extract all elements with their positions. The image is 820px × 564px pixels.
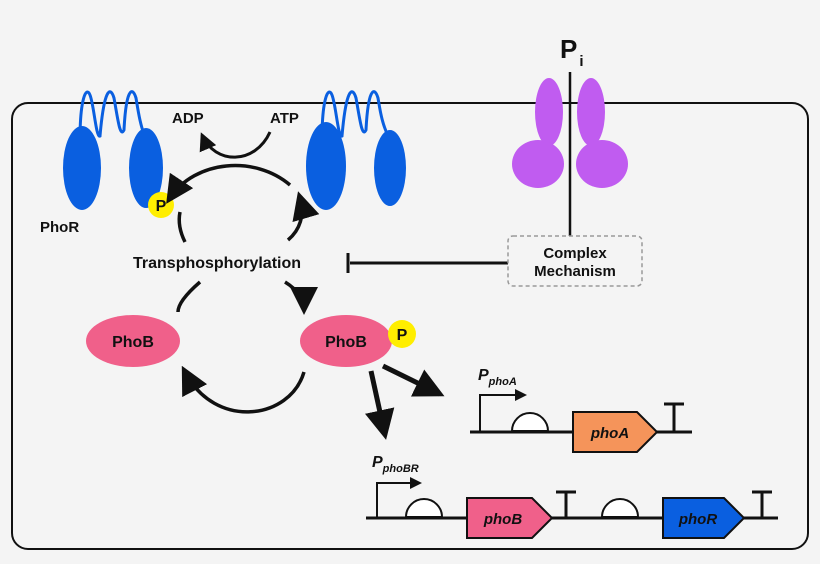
gene-phoa-label: phoA	[590, 425, 629, 442]
phob-to-phobr-arrow	[365, 370, 395, 440]
gene-phob-label: phoB	[483, 511, 522, 528]
phosphate-label-phor: P	[156, 198, 167, 215]
arc-right-up-arrow	[286, 191, 320, 242]
gene-phob-arrow	[466, 497, 554, 539]
phosphate-marker-phob	[388, 320, 416, 348]
complex-mechanism-box	[507, 235, 643, 287]
arc-down-to-phob-p-arrow	[284, 280, 318, 315]
adp-label: ADP	[172, 110, 204, 127]
phor-right-transmembrane-helices	[320, 90, 392, 141]
promoter-phobr-label: PphoBR	[372, 454, 419, 475]
phob-left-label: PhoB	[112, 334, 154, 351]
phoa-operon: PphoA phoA	[470, 367, 692, 453]
phor-label: PhoR	[40, 219, 79, 236]
transporter-left-lower	[512, 140, 564, 188]
phor-left-domain-1	[63, 126, 101, 210]
phob-unphosphorylated	[86, 315, 180, 367]
atp-to-adp-arrow	[199, 131, 272, 159]
transporter-right-lower	[576, 140, 628, 188]
complex-mechanism-line1: Complex	[543, 245, 607, 262]
phor-dimer-right	[306, 90, 406, 210]
phob-to-phoa-arrow	[381, 363, 445, 397]
gene-phor-label: phoR	[678, 511, 717, 528]
phor-left-transmembrane-helices	[78, 90, 148, 141]
phobr-operon: PphoBR phoB phoR	[366, 454, 778, 539]
phosphate-label-phob: P	[397, 327, 408, 344]
phor-left-domain-2	[129, 128, 163, 208]
terminator-phob	[556, 490, 576, 518]
phob-phosphorylated	[300, 315, 392, 367]
transphosphorylation-label: Transphosphorylation	[133, 255, 301, 272]
complex-mechanism-line2: Mechanism	[534, 263, 616, 280]
phor-dimer-left	[63, 90, 163, 210]
phob-right-label: PhoB	[325, 334, 367, 351]
promoter-phoa-arrow	[479, 389, 527, 432]
pi-transporter	[512, 78, 628, 188]
phor-right-domain-1	[306, 122, 346, 210]
gene-phor-arrow	[662, 497, 746, 539]
arc-bottom-return-arrow	[181, 365, 306, 414]
terminator-phoa	[664, 402, 684, 432]
atp-label: ATP	[270, 110, 299, 127]
promoter-phobr-arrow	[376, 477, 422, 518]
arc-left-upper	[177, 211, 187, 243]
arc-left-lower	[176, 280, 202, 313]
rbs-phob	[404, 498, 444, 518]
arc-upper-left-arrow	[166, 163, 292, 204]
rbs-phoa	[510, 412, 550, 432]
promoter-phoa-label: PphoA	[478, 367, 517, 388]
terminator-phor	[752, 490, 772, 518]
gene-phoa-arrow	[572, 411, 659, 453]
phor-right-domain-2	[374, 130, 406, 206]
transporter-right-upper	[577, 78, 605, 146]
transporter-left-upper	[535, 78, 563, 146]
rbs-phor	[600, 498, 640, 518]
